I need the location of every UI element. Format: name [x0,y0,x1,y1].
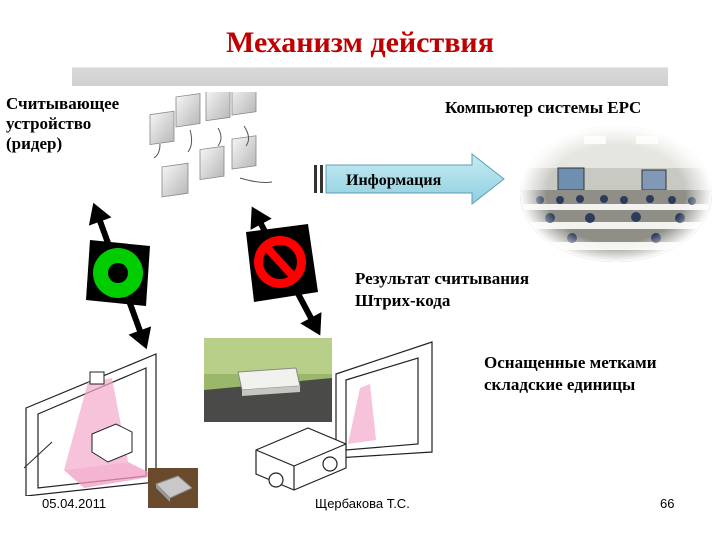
rfid-tag-photo [148,468,198,508]
scan-result-label: Результат считывания Штрих-кода [355,268,529,312]
scan-result-line-2: Штрих-кода [355,291,451,310]
go-signal-diamond [86,202,152,350]
reader-label: Считывающее устройство (ридер) [6,94,156,154]
information-arrow: Информация [314,152,505,206]
truck-dock-illustration [255,341,433,491]
footer-date: 05.04.2011 [42,496,107,511]
title-underline-bar [72,67,668,86]
warehouse-gate-illustration [24,353,157,496]
slide-title: Механизм действия [226,26,494,59]
stop-signal-diamond [246,206,322,336]
scan-result-line-1: Результат считывания [355,269,530,288]
epc-computer-label: Компьютер системы EPC [445,98,642,117]
reader-label-line-1: Считывающее [6,94,120,113]
tagged-units-label: Оснащенные метками складские единицы [484,352,657,396]
information-arrow-label: Информация [346,172,442,189]
footer-author: Щербакова Т.С. [315,496,410,511]
page-number: 66 [660,496,675,511]
reader-label-line-3: (ридер) [6,134,63,153]
rfid-readers-image [149,92,273,198]
conference-room-photo [520,126,712,262]
reader-label-line-2: устройство [6,114,92,133]
tag-on-surface-photo [204,338,332,422]
tagged-units-line-2: складские единицы [484,375,636,394]
tagged-units-line-1: Оснащенные метками [484,353,657,372]
